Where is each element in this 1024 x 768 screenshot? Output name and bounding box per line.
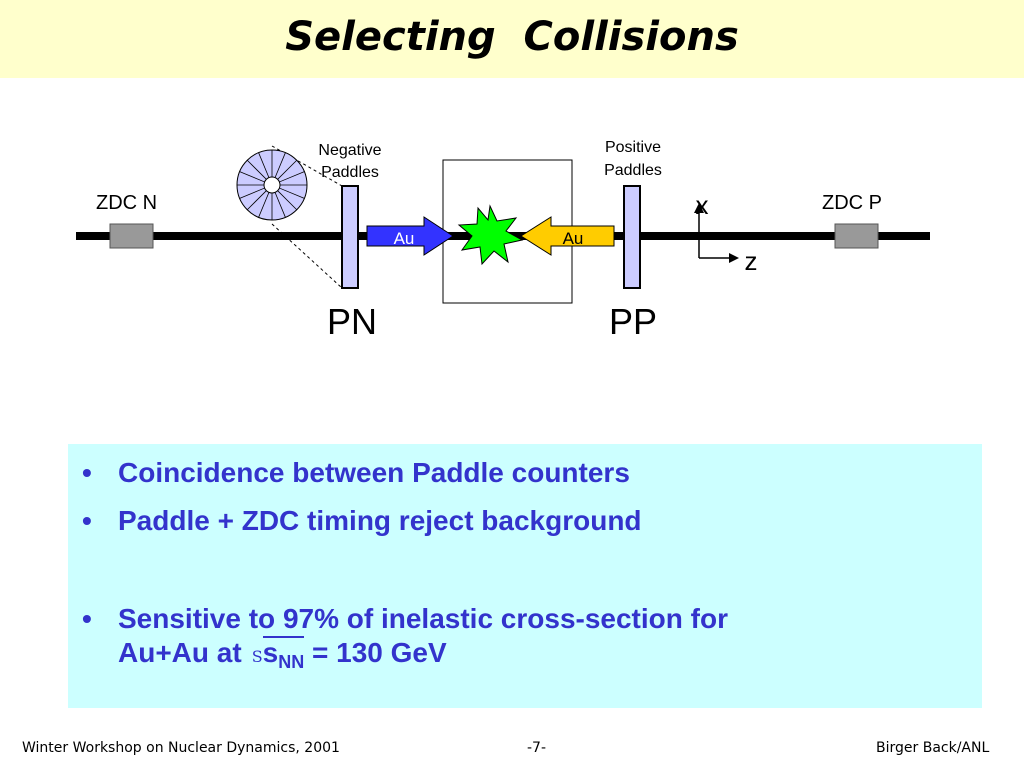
x-axis-label: x (696, 190, 709, 220)
bullet-text: Sensitive to 97% of inelastic cross-sect… (118, 603, 728, 634)
disc-segment-line (274, 152, 286, 178)
nn-subscript: NN (278, 652, 305, 672)
slide-title: Selecting Collisions (285, 14, 739, 60)
disc-segment-line (277, 190, 298, 211)
bullet-glyph: • (82, 505, 92, 536)
detector-diagram: ZDC N ZDC P Negative Paddles Positive Pa… (76, 139, 930, 342)
zdc-n-module (109, 223, 154, 249)
sqrt-symbol: S (251, 647, 263, 666)
pp-label: PP (609, 301, 657, 342)
disc-segment-line (239, 171, 265, 183)
pn-label: PN (327, 301, 377, 342)
au-right-arrow (520, 216, 615, 256)
bullet-box: • Coincidence between Paddle counters • … (68, 444, 982, 708)
bullet-glyph: • (82, 603, 92, 634)
disc-segment-line (246, 159, 267, 180)
disc-segment-line (239, 187, 265, 199)
disc-segment-line (258, 192, 270, 218)
disc-segment-line (274, 192, 286, 218)
s-symbol: s (262, 637, 279, 668)
au-left-label: Au (394, 229, 415, 248)
bullet-glyph: • (82, 457, 92, 488)
au-au-at-text: Au+Au at (118, 637, 242, 668)
paddle-disc (236, 149, 308, 221)
zdc-p-label: ZDC P (822, 192, 882, 214)
z-axis-label: z (745, 246, 758, 276)
negative-paddle (341, 185, 359, 289)
bullet-text: Coincidence between Paddle counters (118, 457, 630, 488)
disc-segment-line (246, 190, 267, 211)
positive-paddle (623, 185, 641, 289)
footer-center: -7- (527, 740, 547, 756)
energy-text: = 130 GeV (304, 637, 447, 668)
positive-paddles-label-line1: Positive (605, 139, 661, 156)
sqrt-overbar: sNN (262, 636, 305, 677)
positive-paddles-label-line2: Paddles (604, 162, 662, 179)
x-axis-arrowhead (694, 203, 704, 213)
bullet-text: Paddle + ZDC timing reject background (118, 505, 642, 536)
title-bar (0, 0, 1024, 78)
negative-paddles-label-line1: Negative (318, 142, 381, 159)
disc-segment-line (279, 171, 305, 183)
bullet-text-line2: Au+Au at SsNN = 130 GeV (118, 636, 447, 677)
zdc-n-label: ZDC N (96, 192, 157, 214)
footer-left: Winter Workshop on Nuclear Dynamics, 200… (22, 740, 340, 756)
au-right-label: Au (563, 229, 584, 248)
projection-line-bottom (271, 223, 343, 289)
zdc-p-module (834, 223, 879, 249)
disc-segment-line (277, 159, 298, 180)
disc-segment-line (258, 152, 270, 178)
disc-segment-line (279, 187, 305, 199)
au-left-arrow (366, 216, 454, 256)
negative-paddles-label-line2: Paddles (321, 164, 379, 181)
footer-right: Birger Back/ANL (876, 740, 990, 756)
collision-star (457, 204, 524, 266)
z-axis-arrowhead (729, 253, 739, 263)
